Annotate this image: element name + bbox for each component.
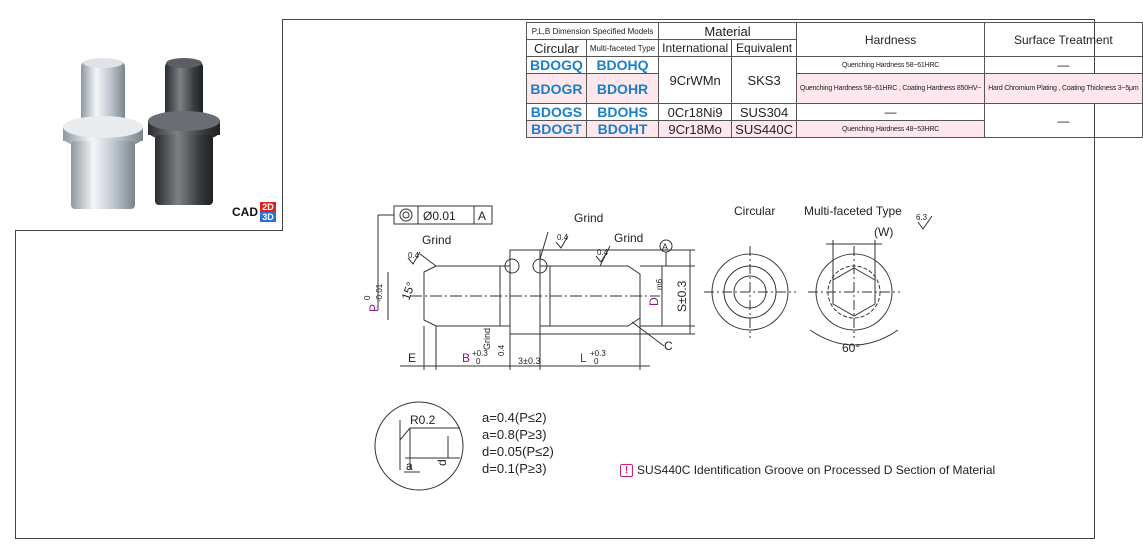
p-label: P bbox=[367, 304, 381, 312]
tolerance-value: Ø0.01 bbox=[423, 209, 456, 223]
note-text: SUS440C Identification Groove on Process… bbox=[637, 463, 996, 477]
hardness-header: Hardness bbox=[795, 22, 986, 57]
cad-label: CAD bbox=[232, 205, 258, 219]
l-tol-upper: +0.3 bbox=[590, 349, 606, 358]
angle-15: 15° bbox=[399, 280, 418, 302]
code-bdohr[interactable]: BDOHR bbox=[585, 73, 660, 104]
detail-d-label: d bbox=[435, 459, 449, 466]
code-bdogs[interactable]: BDOGS bbox=[526, 103, 587, 121]
grind-label-left: Grind bbox=[422, 233, 451, 247]
identification-note: ! SUS440C Identification Groove on Proce… bbox=[620, 463, 995, 477]
roughness-bottom: 0.4 bbox=[497, 344, 506, 356]
b-tol-lower: 0 bbox=[476, 357, 481, 366]
outer-frame bbox=[15, 19, 1095, 539]
warning-icon: ! bbox=[620, 463, 633, 477]
l-tol-lower: 0 bbox=[594, 357, 599, 366]
col-circular: Circular bbox=[526, 39, 587, 57]
datum-marker: A bbox=[662, 242, 668, 252]
material-international-row-3: 0Cr18Ni9 bbox=[658, 103, 733, 121]
cad-3d-label: 3D bbox=[260, 212, 276, 222]
roughness-right: 0.4 bbox=[597, 248, 609, 257]
detail-view bbox=[374, 401, 464, 491]
formula-3: d=0.05(P≤2) bbox=[482, 444, 554, 459]
r02-label: R0.2 bbox=[410, 413, 436, 427]
roughness-63: 6.3 bbox=[916, 213, 928, 222]
l-label: L bbox=[580, 351, 587, 365]
grind-label-middle: Grind bbox=[574, 211, 603, 225]
angle-60: 60° bbox=[842, 341, 860, 355]
col-equivalent: Equivalent bbox=[731, 39, 797, 57]
b-tol-upper: +0.3 bbox=[472, 349, 488, 358]
formula-4: d=0.1(P≥3) bbox=[482, 461, 547, 476]
product-photo bbox=[15, 19, 283, 231]
surface-row-2: Hard Chromium Plating , Coating Thicknes… bbox=[984, 73, 1143, 104]
code-bdoht[interactable]: BDOHT bbox=[585, 120, 660, 138]
material-equivalent-row-3: SUS304 bbox=[731, 103, 797, 121]
roughness-left: 0.4 bbox=[408, 251, 420, 260]
grind-label-bottom: Grind bbox=[482, 328, 492, 350]
formula-2: a=0.8(P≥3) bbox=[482, 427, 547, 442]
datum-label: A bbox=[478, 209, 486, 223]
spec-table: P,L,B Dimension Specified Models Materia… bbox=[525, 22, 1143, 138]
detail-a-label: a bbox=[406, 459, 413, 473]
c-label: C bbox=[664, 339, 673, 353]
code-bdohq[interactable]: BDOHQ bbox=[585, 56, 660, 74]
dim-three: 3±0.3 bbox=[518, 356, 540, 366]
roughness-middle: 0.4 bbox=[557, 233, 569, 242]
surface-group: — bbox=[984, 103, 1143, 138]
material-international-row-4: 9Cr18Mo bbox=[658, 120, 733, 138]
code-bdogt[interactable]: BDOGT bbox=[526, 120, 587, 138]
hardness-row-2: Quenching Hardness 58~61HRC , Coating Ha… bbox=[795, 73, 986, 104]
hardness-row-4: Quenching Hardness 48~53HRC bbox=[795, 120, 986, 138]
w-label: (W) bbox=[874, 225, 893, 239]
circular-view-label: Circular bbox=[734, 204, 775, 218]
e-label: E bbox=[408, 351, 416, 365]
technical-drawing: Ø0.01 A Grind 0.4 Grind 0.4 Grind 0.4 A … bbox=[363, 204, 933, 491]
code-bdohs[interactable]: BDOHS bbox=[585, 103, 660, 121]
s-label: S±0.3 bbox=[675, 280, 689, 312]
col-international: International bbox=[658, 39, 733, 57]
code-bdogr[interactable]: BDOGR bbox=[526, 73, 587, 104]
material-international-group: 9CrWMn bbox=[658, 56, 733, 104]
material-equivalent-group: SKS3 bbox=[731, 56, 797, 104]
surface-header: Surface Treatment bbox=[984, 22, 1143, 57]
product-photo-image bbox=[63, 58, 220, 209]
pin-collar bbox=[509, 249, 541, 335]
material-equivalent-row-4: SUS440C bbox=[731, 120, 797, 138]
cad-2d-label: 2D bbox=[260, 202, 276, 212]
p-tol-upper: 0 bbox=[363, 295, 372, 300]
cad-badge[interactable]: CAD 2D 3D bbox=[232, 202, 276, 222]
d-sub: m6 bbox=[655, 278, 664, 290]
formula-1: a=0.4(P≤2) bbox=[482, 410, 547, 425]
grind-label-right: Grind bbox=[614, 231, 643, 245]
b-label: B bbox=[462, 351, 470, 365]
d-label: D bbox=[647, 297, 661, 306]
multi-view-label: Multi-faceted Type bbox=[804, 204, 902, 218]
p-tol-lower: -0.01 bbox=[375, 283, 384, 302]
